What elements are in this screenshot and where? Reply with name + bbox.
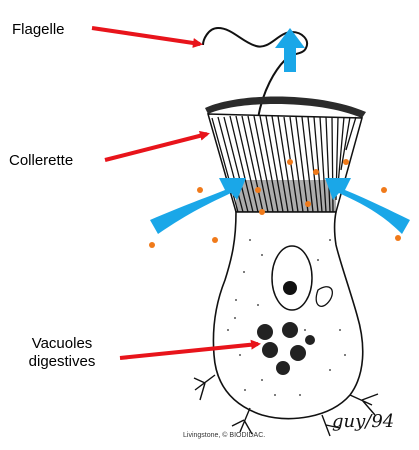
label-flagelle: Flagelle bbox=[12, 21, 65, 39]
label-vacuoles-line2: digestives bbox=[12, 353, 112, 371]
label-vacuoles-line1: Vacuoles bbox=[12, 335, 112, 353]
image-credit: Livingstone, © BIODIDAC. bbox=[183, 432, 265, 439]
nucleus bbox=[272, 246, 312, 310]
artist-signature: guy/94 bbox=[332, 411, 394, 432]
label-vacuoles-digestives: Vacuoles digestives bbox=[12, 335, 112, 371]
nucleolus bbox=[283, 281, 297, 295]
label-collerette: Collerette bbox=[9, 152, 73, 170]
